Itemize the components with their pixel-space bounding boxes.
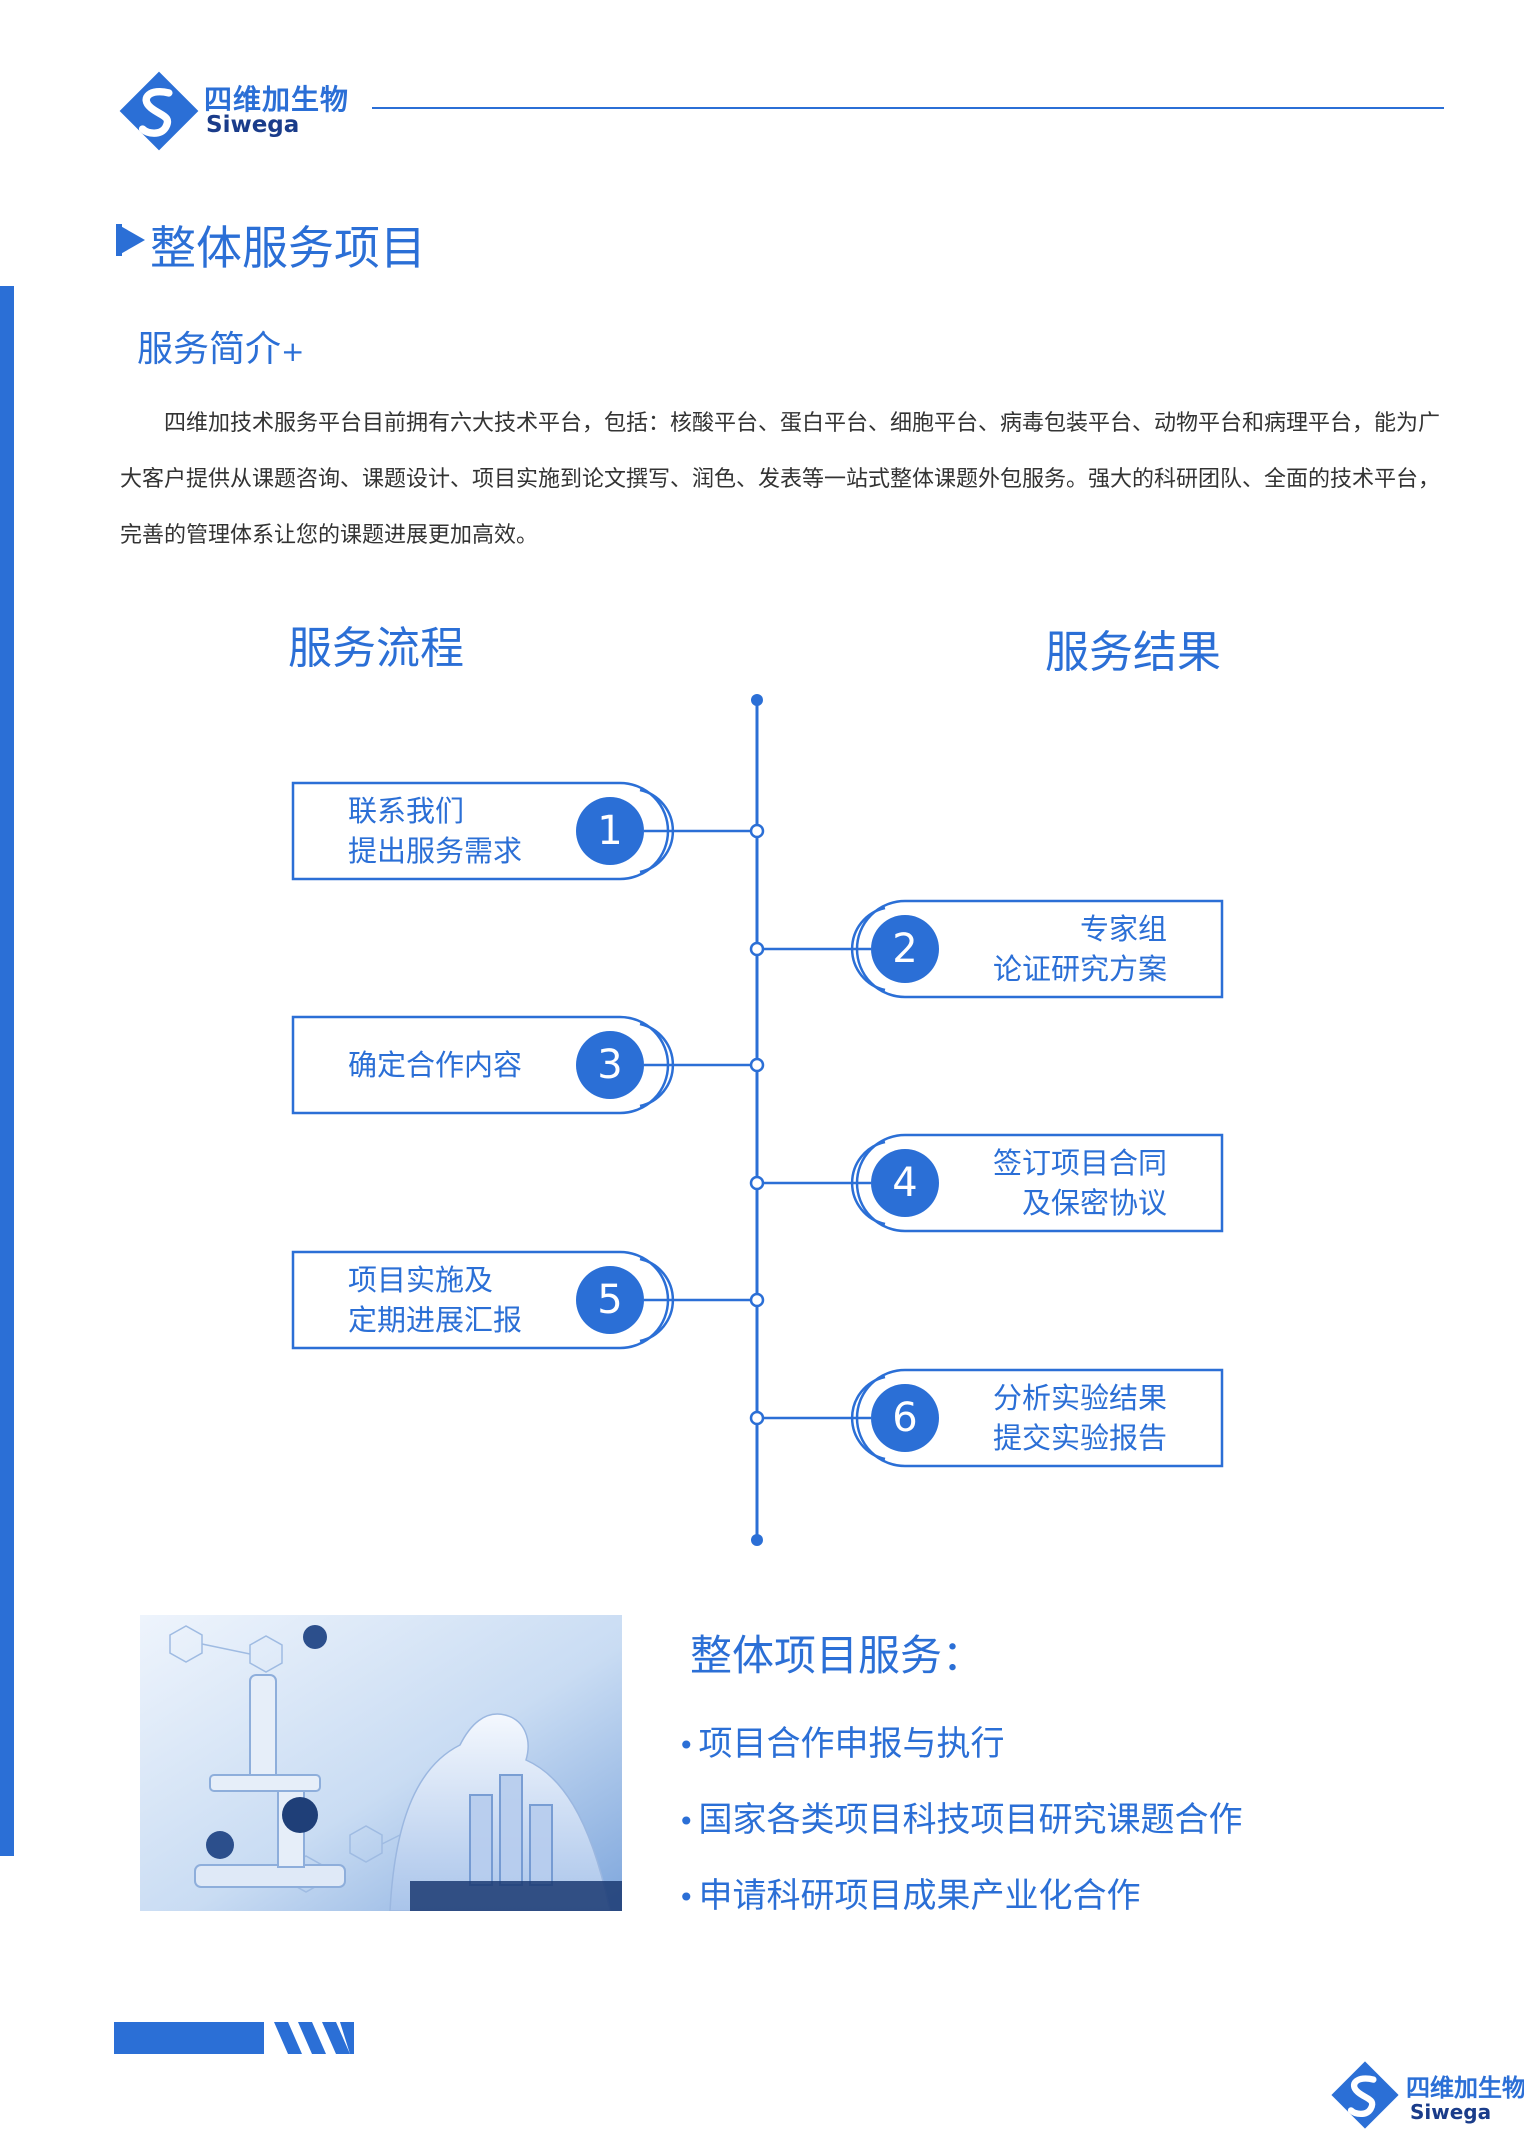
step-2-number: 2 — [892, 926, 918, 972]
flow-axis-start-dot — [751, 694, 763, 706]
logo-name-en: Siwega — [206, 112, 300, 138]
intro-paragraph: 四维加技术服务平台目前拥有六大技术平台，包括：核酸平台、蛋白平台、细胞平台、病毒… — [120, 411, 1441, 548]
flow-step-4-shape — [749, 1133, 1224, 1233]
flow-step-1-shape — [291, 781, 765, 881]
service-item-3-text: 申请科研项目成果产业化合作 — [698, 1876, 1141, 1916]
service-item-1-text: 项目合作申报与执行 — [698, 1724, 1005, 1764]
step-2-label: 专家组 论证研究方案 — [985, 909, 1167, 989]
flow-diagram — [291, 694, 1224, 1546]
flow-step-3-shape — [291, 1015, 765, 1115]
step-3-number: 3 — [597, 1042, 623, 1088]
step-3-label: 确定合作内容 — [348, 1045, 522, 1085]
intro-heading: 服务简介+ — [137, 320, 304, 372]
step-1-line-1: 联系我们 — [348, 794, 465, 828]
footer-logo-mark-icon — [1331, 2061, 1399, 2129]
step-6-line-2: 提交实验报告 — [992, 1421, 1167, 1455]
step-5-line-2: 定期进展汇报 — [348, 1303, 523, 1337]
step-4-line-2: 及保密协议 — [1021, 1186, 1167, 1220]
step-3-line-1: 确定合作内容 — [348, 1048, 523, 1082]
step-6-line-1: 分析实验结果 — [992, 1381, 1167, 1415]
side-accent-bar — [0, 286, 14, 1856]
step-1-line-2: 提出服务需求 — [348, 834, 523, 868]
flow-axis-end-dot — [751, 1534, 763, 1546]
step-6-number: 6 — [892, 1395, 918, 1441]
bullet-icon: • — [678, 1881, 695, 1914]
footer-logo-name-cn: 四维加生物 — [1406, 2074, 1524, 2102]
step-5-line-1: 项目实施及 — [348, 1263, 494, 1297]
step-1-number: 1 — [597, 808, 623, 854]
intro-heading-text: 服务简介 — [137, 329, 282, 370]
logo-name-cn: 四维加生物 — [204, 83, 350, 116]
step-2-line-1: 专家组 — [1079, 912, 1167, 946]
step-1-label: 联系我们 提出服务需求 — [348, 791, 522, 871]
flow-left-heading: 服务流程 — [288, 623, 464, 674]
logo-mark-icon — [119, 71, 199, 151]
step-2-line-2: 论证研究方案 — [992, 952, 1167, 986]
service-item-2-text: 国家各类项目科技项目研究课题合作 — [698, 1800, 1243, 1840]
step-6-label: 分析实验结果 提交实验报告 — [985, 1378, 1167, 1458]
footer-accent-bar — [114, 2022, 354, 2054]
step-4-line-1: 签订项目合同 — [992, 1146, 1167, 1180]
step-4-label: 签订项目合同 及保密协议 — [985, 1143, 1167, 1223]
bullet-icon: • — [678, 1729, 695, 1762]
service-item-1: •项目合作申报与执行 — [678, 1716, 1005, 1765]
bullet-icon: • — [678, 1805, 695, 1838]
flow-step-6-shape — [749, 1368, 1224, 1468]
step-5-label: 项目实施及 定期进展汇报 — [348, 1260, 522, 1340]
flow-step-2-shape — [749, 899, 1224, 999]
flow-right-heading: 服务结果 — [1045, 627, 1221, 678]
service-item-2: •国家各类项目科技项目研究课题合作 — [678, 1792, 1243, 1841]
flow-step-5-shape — [291, 1250, 765, 1350]
page-title: 整体服务项目 — [150, 221, 426, 275]
service-item-3: •申请科研项目成果产业化合作 — [678, 1868, 1141, 1917]
title-arrow-icon — [117, 224, 145, 256]
header-divider — [372, 107, 1444, 109]
footer-logo-name-en: Siwega — [1410, 2100, 1492, 2124]
lab-photo — [140, 1615, 622, 1911]
services-title: 整体项目服务： — [690, 1631, 985, 1680]
step-5-number: 5 — [597, 1277, 623, 1323]
step-4-number: 4 — [892, 1160, 918, 1206]
intro-heading-suffix: + — [281, 335, 305, 368]
